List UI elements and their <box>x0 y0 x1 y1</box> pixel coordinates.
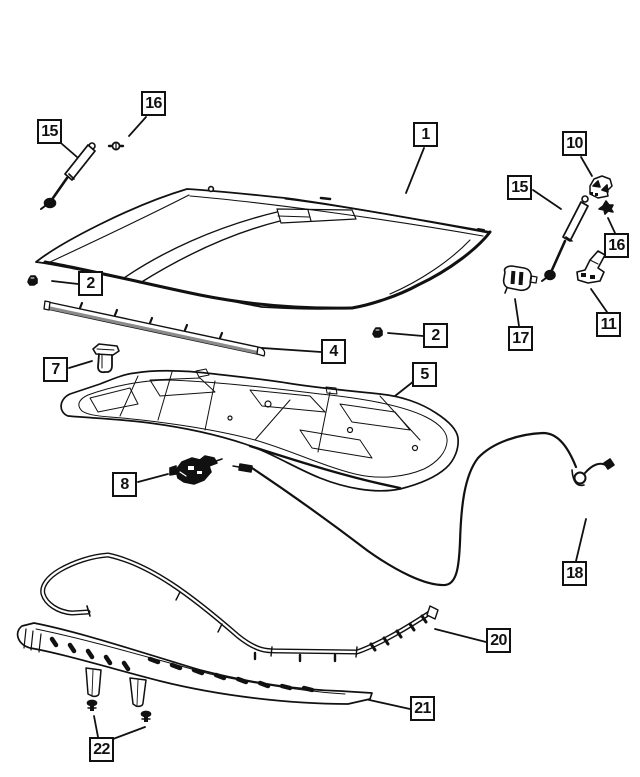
callout-hinge-bracket-upper[interactable]: 10 <box>562 131 587 156</box>
leader-5 <box>394 380 415 397</box>
callout-hood-rear-seal[interactable]: 4 <box>321 339 346 364</box>
leader-17 <box>514 298 520 327</box>
nut-left-drawing <box>27 275 38 286</box>
leader-7 <box>68 360 93 369</box>
leader-2-right <box>387 332 424 337</box>
leader-21 <box>364 698 411 710</box>
callout-gas-strut-left[interactable]: 15 <box>37 119 62 144</box>
push-pin-clip-drawing <box>86 699 152 722</box>
gas-strut-right-drawing <box>541 195 589 282</box>
safety-catch-drawing <box>92 343 120 374</box>
leader-lines <box>51 116 616 740</box>
callout-gas-strut-right[interactable]: 15 <box>507 175 532 200</box>
callout-clip-left[interactable]: 16 <box>141 91 166 116</box>
callout-push-pin-clip[interactable]: 22 <box>89 737 114 762</box>
callout-front-nose-seal[interactable]: 20 <box>486 628 511 653</box>
front-nose-seal-drawing <box>40 552 439 663</box>
leader-22b <box>112 726 146 740</box>
callout-hood-bumper[interactable]: 17 <box>508 326 533 351</box>
callout-hood-latch[interactable]: 8 <box>112 472 137 497</box>
leader-20 <box>434 628 487 643</box>
callout-safety-catch[interactable]: 7 <box>43 357 68 382</box>
leader-16-left <box>128 116 147 137</box>
callout-hood-silencer-pad[interactable]: 5 <box>412 362 437 387</box>
clip-right-drawing <box>598 200 614 215</box>
release-cable-drawing <box>232 431 615 587</box>
callout-grille-crossmember[interactable]: 21 <box>410 696 435 721</box>
callout-nut-left[interactable]: 2 <box>78 271 103 296</box>
leader-16-right <box>607 217 616 234</box>
leader-2-left <box>51 280 79 285</box>
callout-clip-right[interactable]: 16 <box>604 233 629 258</box>
leader-1 <box>405 147 425 194</box>
hinge-bracket-upper-drawing <box>589 175 613 199</box>
leader-22a <box>93 715 99 738</box>
callout-hinge-lower[interactable]: 11 <box>596 312 621 337</box>
hinge-lower-drawing <box>576 250 606 284</box>
leader-10 <box>580 156 593 177</box>
callout-nut-right[interactable]: 2 <box>423 323 448 348</box>
leader-15-left <box>61 143 78 158</box>
hood-latch-drawing <box>169 455 223 485</box>
hood-bumper-drawing <box>502 265 538 294</box>
callout-release-cable[interactable]: 18 <box>562 561 587 586</box>
grille-crossmember-drawing <box>16 622 373 708</box>
clip-left-drawing <box>107 141 125 151</box>
gas-strut-left-drawing <box>40 142 96 210</box>
leader-8 <box>137 473 169 483</box>
leader-11 <box>590 288 608 313</box>
hood-silencer-pad-drawing <box>60 368 459 492</box>
hood-rear-seal-drawing <box>43 300 266 357</box>
nut-right-drawing <box>372 327 383 338</box>
leader-18 <box>575 518 587 562</box>
callout-hood-panel[interactable]: 1 <box>413 122 438 147</box>
leader-15-right <box>532 189 562 210</box>
hood-panel-drawing <box>35 185 492 310</box>
